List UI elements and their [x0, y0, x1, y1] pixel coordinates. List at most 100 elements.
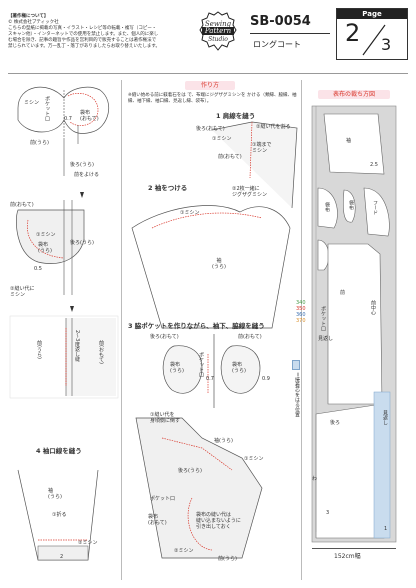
- hem-label: ②縫い代を割る: [256, 124, 291, 130]
- ushiro-omote-2: 後ろ(おもて): [150, 334, 179, 340]
- ushiro-omote-1: 後ろ(おもて): [196, 126, 225, 132]
- layout-pocket: ポケット口: [320, 306, 326, 331]
- divider: [8, 73, 408, 74]
- sleeve-ura-2: 袖(うら): [214, 438, 233, 444]
- layout-front: 前: [340, 290, 346, 296]
- cutting-layout: [308, 104, 400, 544]
- legend-text: ＝接着芯をはる位置: [294, 372, 300, 418]
- layout-bukuro-2: 袋布: [348, 200, 354, 210]
- left-column: ポケット口 ミシン 0.7 袋布 (おもて) 前(うら) 後ろ(うら) 前をよけ…: [8, 80, 120, 580]
- bukuro-ura-l: 袋布 (うら): [170, 362, 184, 374]
- notice-title: 【著作権について】: [8, 14, 49, 19]
- layout-svg: [311, 105, 397, 543]
- mae-ura-v: 前(うら): [36, 340, 42, 359]
- misin2-label: ②縫い代に ミシン: [10, 286, 35, 298]
- logo-line3: Studio: [208, 36, 228, 43]
- collar-note: ①縫い代を 身頃側に倒す: [150, 412, 181, 424]
- pocket-mark: ポケット口: [44, 96, 50, 121]
- v05-label: 0.5: [34, 266, 42, 272]
- misin-label-1: ①ミシン: [212, 136, 232, 142]
- bukuro-omote-mid: 袋布 (おもて): [148, 514, 167, 526]
- layout-title: 表布の裁ち方図: [318, 90, 390, 99]
- step-2-title: 2 袖をつける: [148, 184, 188, 192]
- size-360: 360: [296, 312, 306, 318]
- bukuro-ura: 袋布 (うら): [38, 242, 52, 254]
- width-label: 152cm幅: [332, 551, 363, 560]
- s4-fold: ①折る: [52, 512, 67, 518]
- layout-wa: わ: [312, 476, 318, 482]
- page-box: Page 2 3: [336, 8, 408, 60]
- notice-line: む場合を除き、記事の趣旨や作品を営利目的で販売することは著作権法で: [8, 38, 157, 43]
- mae-ura-mid: 前(うら): [218, 556, 237, 562]
- layout-bukuro: 袋布: [324, 202, 330, 212]
- layout-front-center: 前中心: [370, 300, 376, 315]
- middle-diagrams: [122, 118, 300, 578]
- v09-mid: 0.9: [262, 376, 270, 382]
- misin-label-2: ①ミシン: [180, 210, 200, 216]
- bukuro-note: 袋布の縫い代は 縫い込まないように 引き出しておく: [196, 512, 241, 530]
- notice-line: こちらの型紙に掲載の写真・イラスト・レシピ等の転載・複写（コピー・: [8, 26, 157, 31]
- v07-label: 0.7: [64, 116, 72, 122]
- misin1-label: ①ミシン: [36, 232, 56, 238]
- copyright-notice: 【著作権について】 © 株式会社ブティック社 こちらの型紙に掲載の写真・イラスト…: [8, 14, 196, 50]
- layout-mikaeshi: 見返し: [318, 336, 334, 342]
- divider: [121, 80, 122, 580]
- mae-ura: 前(うら): [30, 140, 49, 146]
- mae-omote-2: 前(おもて): [238, 334, 262, 340]
- end-mark: ①端まで ミシン: [252, 142, 272, 154]
- left-diagrams: [9, 86, 119, 561]
- step-3-title: 3 脇ポケットを作りながら、袖下、脇線を縫う: [128, 322, 265, 330]
- mae-open: 前をよける: [74, 172, 100, 178]
- notice-line: スキャン他）・インターネットでの使用を禁止します。また、個人的に楽し: [8, 32, 159, 37]
- size-340: 340: [296, 300, 306, 306]
- layout-back: 後ろ: [330, 420, 341, 426]
- divider: [301, 80, 302, 580]
- misin2-mid: ②ミシン: [174, 548, 194, 554]
- ushiro-ura-2: 後ろ(うら): [70, 240, 94, 246]
- page-current: 2: [345, 19, 361, 47]
- bukuro-omote: 袋布 (おもて): [80, 110, 99, 122]
- layout-hood: フード: [372, 200, 378, 215]
- notice-line: © 株式会社ブティック社: [8, 20, 59, 25]
- middle-svg: [131, 121, 298, 559]
- pocket-mouth: ポケット口: [198, 352, 204, 377]
- pocket-mid: ポケット口: [150, 496, 176, 502]
- brand-logo: Sewing Pattern Studio: [198, 10, 238, 54]
- page-slash-icon: [362, 24, 386, 56]
- step-4-title: 4 袖口線を縫う: [36, 447, 82, 455]
- layout-n25: 2.5: [370, 162, 378, 168]
- misin-label: ミシン: [24, 100, 40, 106]
- ushiro-ura-mid: 後ろ(うら): [178, 468, 202, 474]
- layout-n1: 1: [384, 526, 388, 532]
- s4-v2: 2: [60, 554, 64, 560]
- katama-label: 2〜3度返し縫: [74, 330, 80, 362]
- s4-misin: ②ミシン: [78, 540, 98, 546]
- step-1-title: 1 肩線を縫う: [216, 112, 256, 120]
- layout-sleeve: 袖: [346, 138, 352, 144]
- sleeve-ura: 袖 (うら): [212, 258, 226, 270]
- logo-line2: Pattern: [204, 27, 232, 35]
- s4-sleeve: 袖 (うら): [48, 488, 62, 500]
- v07-mid: 0.7: [206, 376, 214, 382]
- bukuro-ura-r: 袋布 (うら): [232, 362, 246, 374]
- pattern-name: ロングコート: [253, 40, 301, 49]
- howto-note: ※縫い始める前に躾着石をは で、布端にジグザグミシンを かける（類縁、脇縁、袖縁…: [128, 93, 297, 104]
- misin-s: ①ミシン: [244, 456, 264, 462]
- layout-n3: 3: [326, 510, 330, 516]
- mae-omote-v: 前(おもて): [98, 340, 104, 364]
- two-sheets: ②2枚一緒に ジグザグミシン: [232, 186, 268, 198]
- notice-line: 禁じられています。万一乱丁・落丁がありましたらお取り替えいたします。: [8, 44, 160, 49]
- size-370: 370: [296, 318, 306, 324]
- layout-mikaeshi-2: 見返し: [382, 410, 388, 425]
- page-label: Page: [337, 9, 407, 19]
- page-total: 3: [381, 35, 392, 54]
- interfacing-swatch: [292, 360, 300, 370]
- howto-title: 作り方: [185, 81, 235, 90]
- header-rule: [250, 33, 330, 34]
- pattern-code: SB-0054: [250, 14, 311, 29]
- size-350: 350: [296, 306, 306, 312]
- mae-omote-1: 前(おもて): [218, 154, 242, 160]
- width-arrow: [312, 548, 396, 549]
- logo-line1: Sewing: [204, 20, 232, 28]
- mae-omote: 前(おもて): [10, 202, 34, 208]
